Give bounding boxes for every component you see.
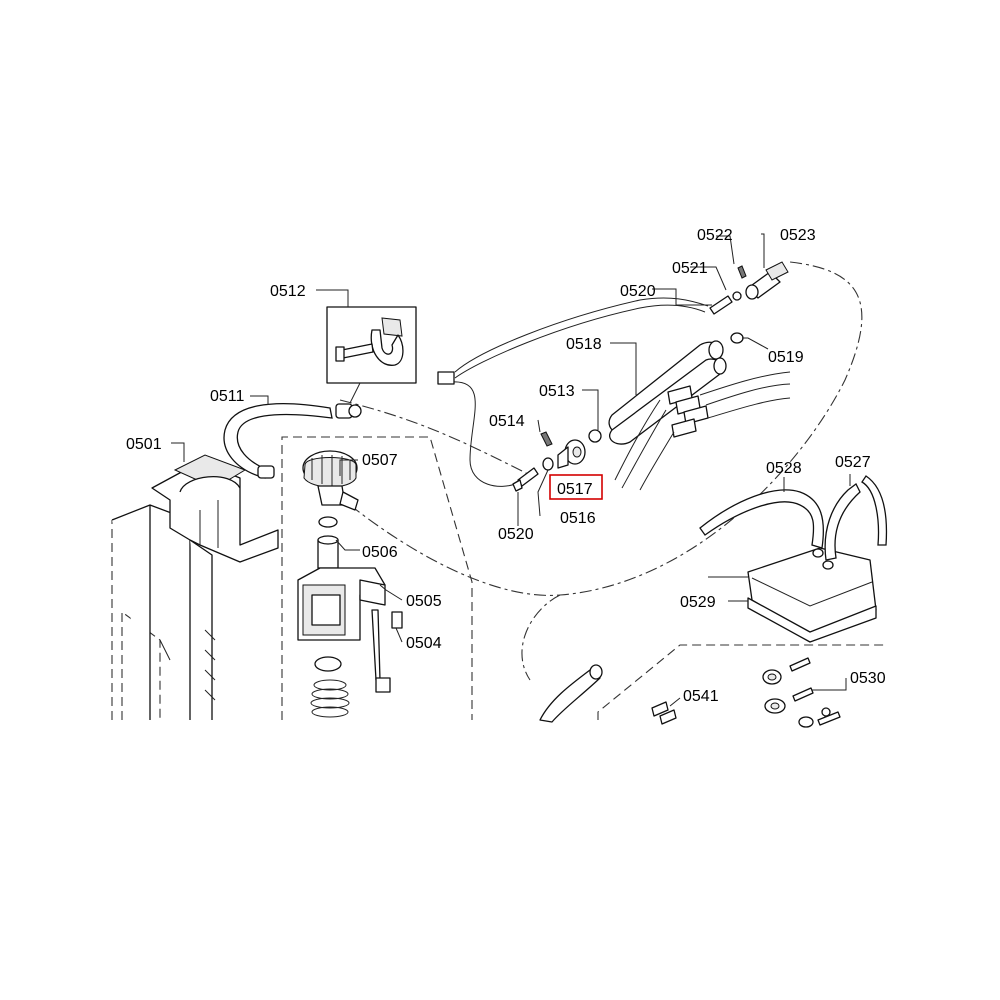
pin-0522 (737, 265, 747, 279)
label-0528: 0528 (766, 460, 802, 477)
parts-0541 (651, 701, 677, 725)
label-0527: 0527 (835, 454, 871, 471)
hose-route-line-c (521, 594, 561, 681)
ring-0516 (542, 457, 554, 471)
label-0520-upper: 0520 (620, 283, 656, 300)
label-0507: 0507 (362, 452, 398, 469)
label-0529: 0529 (680, 594, 716, 611)
leader-lines (171, 233, 851, 707)
hose-0527 (824, 483, 861, 561)
heater-terminals (667, 385, 709, 438)
hose-clamp-lower (257, 465, 275, 479)
label-0501: 0501 (126, 436, 162, 453)
hose-route-line-a (339, 399, 531, 476)
heater-element (608, 340, 727, 445)
pump-spring (310, 679, 350, 718)
connector-0520-lower (512, 467, 539, 492)
label-0520-lower: 0520 (498, 526, 534, 543)
holder-bracket (151, 454, 279, 563)
label-0530: 0530 (850, 670, 886, 687)
pin-0514 (540, 431, 553, 447)
label-0522: 0522 (697, 227, 733, 244)
label-0519: 0519 (768, 349, 804, 366)
feet-set-0530 (762, 657, 841, 728)
pump-group-outline (281, 436, 473, 720)
clamp-detail-parts (335, 317, 404, 366)
accessories-group-outline (597, 644, 885, 720)
coupling-0516 (557, 439, 586, 469)
pump-seal (314, 656, 342, 672)
hose-clamp-upper (335, 403, 362, 419)
pump-body (297, 567, 386, 641)
label-0506: 0506 (362, 544, 398, 561)
label-0505: 0505 (406, 593, 442, 610)
label-0511: 0511 (210, 388, 245, 405)
label-0516: 0516 (560, 510, 596, 527)
label-0521: 0521 (672, 260, 708, 277)
tank-box (747, 547, 877, 643)
hose-0528 (699, 489, 825, 549)
washer-0513 (588, 429, 602, 443)
washer-0521 (732, 291, 742, 301)
label-0514: 0514 (489, 413, 525, 430)
highlight-box-0517 (549, 474, 603, 500)
connector-0520-upper (709, 295, 733, 315)
hose-route-line-b (349, 261, 863, 596)
label-0523: 0523 (780, 227, 816, 244)
wiring-harness (437, 297, 709, 487)
label-0518: 0518 (566, 336, 602, 353)
heater-wires (614, 371, 791, 491)
label-0504: 0504 (406, 635, 442, 652)
washer-0519 (730, 332, 744, 344)
label-0517: 0517 (557, 481, 593, 498)
pump-top-cap (302, 450, 359, 511)
label-0541: 0541 (683, 688, 719, 705)
pump-tube (317, 535, 339, 569)
label-0512: 0512 (270, 283, 306, 300)
label-0513: 0513 (539, 383, 575, 400)
nozzle-part (539, 664, 603, 723)
inlet-hose (223, 403, 333, 479)
pump-o-ring (318, 516, 338, 528)
hose-0527-b (861, 475, 888, 546)
pump-connector (371, 609, 403, 693)
fitting-0523 (745, 261, 789, 300)
